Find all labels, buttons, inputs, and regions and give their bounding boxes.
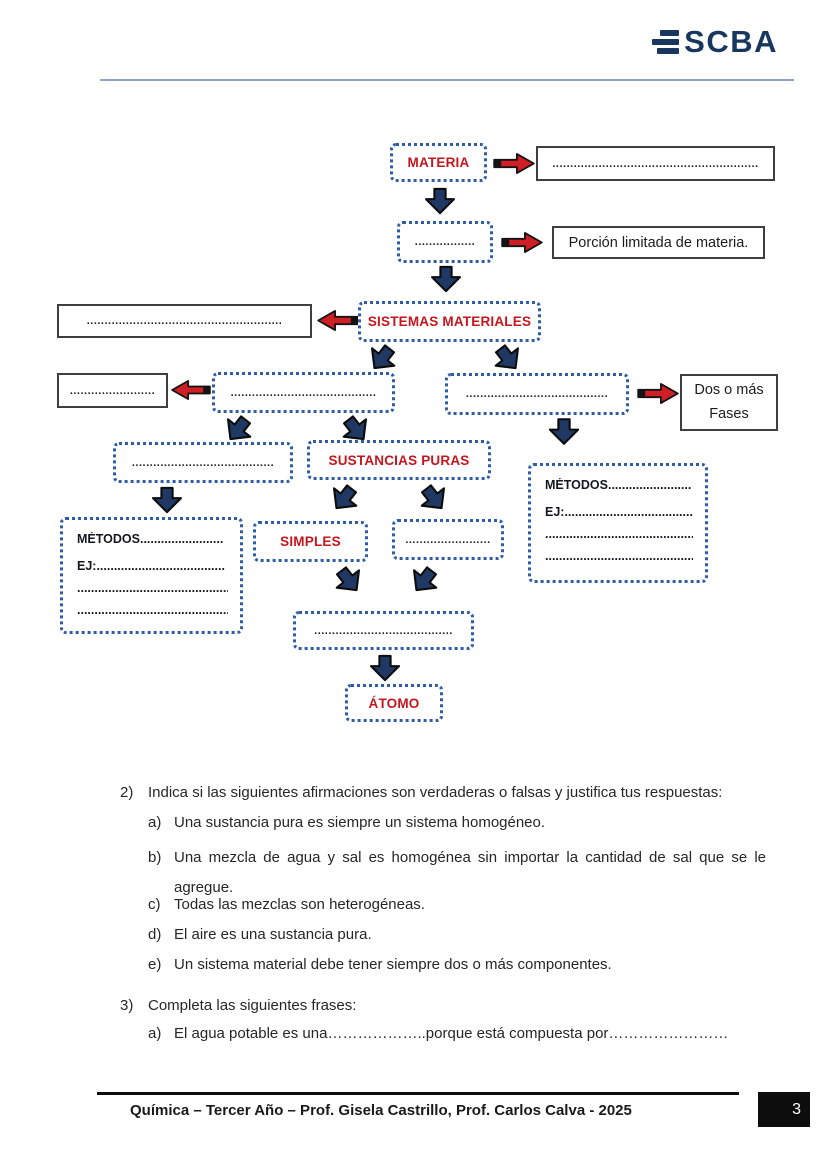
materia-box: MATERIA (390, 143, 487, 182)
item-label: e) (148, 956, 162, 973)
escba-logo: SCBA (652, 26, 778, 57)
homogeneo-dots: ........................................… (230, 386, 377, 399)
question-2e: e) Un sistema material debe tener siempr… (148, 956, 778, 974)
fases-line1: Dos o más (694, 382, 764, 399)
sistemas-materiales-label: SISTEMAS MATERIALES (367, 314, 532, 329)
page-number: 3 (792, 1100, 801, 1118)
footer-divider (97, 1092, 739, 1095)
navy-down-right-arrow-icon (329, 561, 369, 600)
atomo-label: ÁTOMO (368, 695, 420, 711)
item-text: Un sistema material debe tener siempre d… (174, 956, 612, 973)
question-2a: a) Una sustancia pura es siempre un sist… (148, 814, 778, 832)
item-text: Todas las mezclas son heterogéneas. (174, 896, 425, 913)
item-label: d) (148, 926, 162, 943)
question-2d: d) El aire es una sustancia pura. (148, 926, 778, 944)
red-left-arrow-icon (171, 380, 212, 400)
navy-down-arrow-icon (369, 654, 401, 682)
atomo-box: ÁTOMO (345, 684, 443, 722)
metodos-line2: EJ:..................................... (545, 505, 693, 519)
sustancias-puras-label: SUSTANCIAS PURAS (328, 452, 470, 468)
cuerpo-definition-text: Porción limitada de materia. (568, 234, 749, 251)
metodos-line3: ........................................… (545, 527, 693, 541)
homogeneo-box: ........................................… (212, 372, 395, 413)
metodos-line1: MÉTODOS........................ (545, 478, 692, 492)
fases-line2: Fases (709, 405, 749, 422)
sistemas-definition-box: ........................................… (57, 304, 312, 338)
page-number-badge: 3 (758, 1092, 810, 1127)
navy-down-arrow-icon (548, 418, 580, 445)
metodos-line2: EJ:..................................... (77, 559, 225, 573)
navy-down-arrow-icon (430, 265, 462, 293)
footer-text: Química – Tercer Año – Prof. Gisela Cast… (130, 1102, 632, 1119)
item-text: El aire es una sustancia pura. (174, 926, 372, 943)
question-2: 2) Indica si las siguientes afirmaciones… (120, 784, 780, 802)
item-label: a) (148, 814, 162, 831)
logo-bars-icon (652, 29, 680, 54)
sistemas-materiales-box: SISTEMAS MATERIALES (358, 301, 541, 342)
question-text: Indica si las siguientes afirmaciones so… (148, 784, 723, 801)
materia-definition-box: ........................................… (536, 146, 775, 181)
item-label: b) (148, 849, 162, 866)
navy-down-arrow-icon (151, 486, 183, 514)
question-2c: c) Todas las mezclas son heterogéneas. (148, 896, 778, 914)
metodos-right-box: MÉTODOS........................ EJ:.....… (528, 463, 708, 583)
materia-label: MATERIA (407, 155, 470, 170)
fases-definition-box: Dos o más Fases (680, 374, 778, 431)
item-label: c) (148, 896, 161, 913)
navy-down-left-arrow-icon (404, 561, 444, 600)
cuerpo-dots: ................. (414, 236, 476, 248)
question-3a: a) El agua potable es una………………..porque … (148, 1025, 788, 1043)
question-number: 2) (120, 784, 134, 801)
question-3: 3) Completa las siguientes frases: (120, 997, 780, 1015)
header-divider (100, 79, 794, 81)
navy-down-arrow-icon (424, 187, 456, 215)
sistemas-definition-dots: ........................................… (86, 315, 283, 327)
metodos-line1: MÉTODOS........................ (77, 532, 224, 546)
metodos-left-box: MÉTODOS........................ EJ:.....… (60, 517, 243, 634)
compuestas-box: ........................ (392, 519, 504, 560)
simples-box: SIMPLES (253, 521, 368, 562)
homogeneo-small-box: ........................ (57, 373, 168, 408)
heterogeneo-box: ........................................ (445, 373, 629, 415)
simples-label: SIMPLES (280, 534, 341, 549)
compuestas-dots: ........................ (405, 533, 491, 546)
metodos-line4: ........................................… (545, 549, 693, 563)
navy-down-left-arrow-icon (324, 479, 364, 518)
heterogeneo-dots: ........................................ (465, 388, 609, 400)
cuerpo-definition-box: Porción limitada de materia. (552, 226, 765, 259)
item-text: El agua potable es una………………..porque est… (174, 1025, 729, 1042)
red-left-arrow-icon (317, 310, 360, 331)
homogeneo-small-dots: ........................ (69, 384, 156, 397)
elementos-dots: ....................................... (314, 624, 453, 637)
item-text: Una sustancia pura es siempre un sistema… (174, 814, 546, 831)
cuerpo-box: ................. (397, 221, 493, 263)
soluciones-dots: ........................................ (131, 456, 275, 469)
elementos-box: ....................................... (293, 611, 474, 650)
metodos-line3: ........................................… (77, 581, 228, 595)
metodos-line4: ........................................… (77, 603, 228, 617)
question-text: Completa las siguientes frases: (148, 997, 357, 1014)
item-label: a) (148, 1025, 162, 1042)
soluciones-box: ........................................ (113, 442, 293, 483)
red-right-arrow-icon (636, 383, 679, 404)
question-number: 3) (120, 997, 134, 1014)
sustancias-puras-box: SUSTANCIAS PURAS (307, 440, 491, 480)
logo-text: SCBA (684, 24, 778, 59)
navy-down-right-arrow-icon (414, 479, 454, 518)
item-text: Una mezcla de agua y sal es homogénea si… (174, 849, 766, 896)
question-2b: b) Una mezcla de agua y sal es homogénea… (148, 843, 766, 903)
red-right-arrow-icon (500, 232, 543, 253)
red-right-arrow-icon (492, 153, 535, 174)
materia-definition-dots: ........................................… (552, 157, 759, 170)
